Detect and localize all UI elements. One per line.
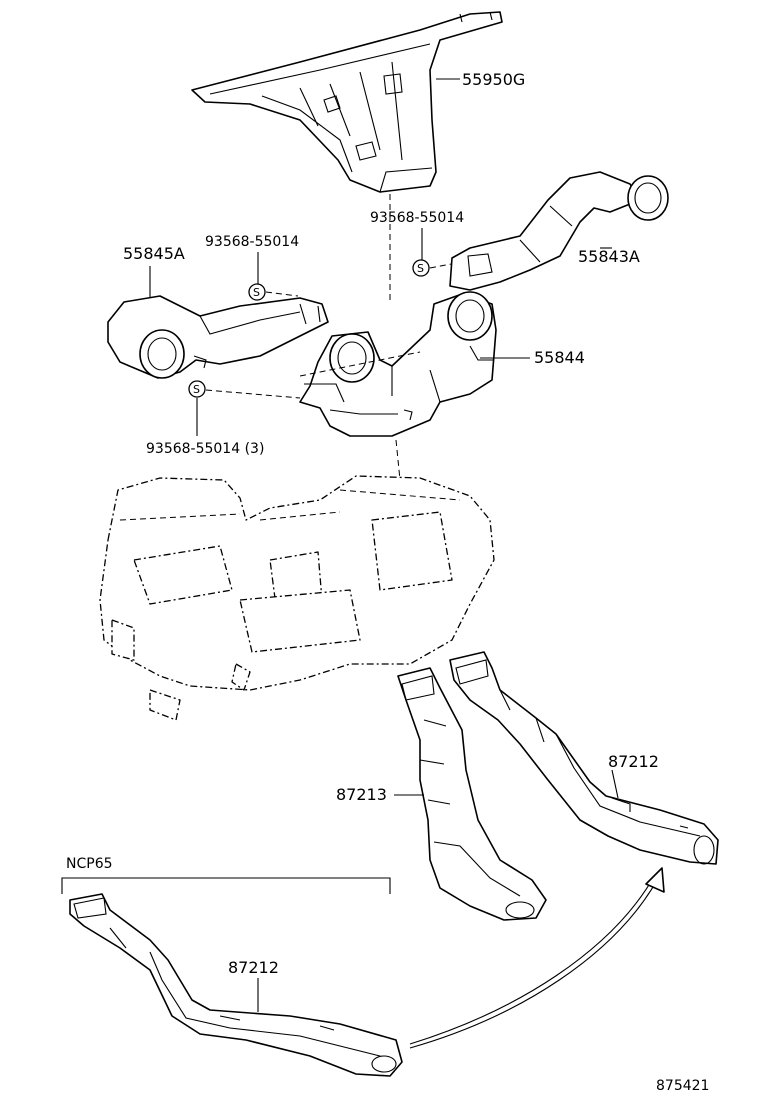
heater-unit [99, 475, 495, 721]
label-87212: 87212 [608, 752, 659, 771]
alignment-line [205, 389, 301, 399]
screw-clip-icon: S [412, 259, 430, 277]
variant-bracket [61, 877, 391, 894]
label-screw-bottom: 93568-55014 (3) [146, 441, 264, 457]
screw-clip-icon: S [188, 380, 206, 398]
rear-duct-87213 [397, 667, 547, 921]
label-screw-left: 93568-55014 [205, 234, 299, 250]
panel-duct-55950g [191, 11, 503, 193]
diagram-code: 875421 [656, 1078, 709, 1094]
label-55950g: 55950G [462, 70, 525, 89]
label-55844: 55844 [534, 348, 585, 367]
label-55845a: 55845A [123, 244, 185, 263]
duct-55843a [449, 171, 669, 291]
svg-text:S: S [253, 286, 260, 299]
curved-arrow-icon [409, 867, 665, 1049]
duct-55845a [107, 295, 329, 379]
label-screw-top: 93568-55014 [370, 210, 464, 226]
alignment-line [429, 261, 463, 269]
label-variant: NCP65 [66, 856, 113, 872]
rear-duct-87212-variant [69, 893, 403, 1077]
rear-duct-87212 [449, 651, 719, 865]
alignment-line [299, 351, 421, 377]
leader-line [611, 769, 619, 799]
svg-text:S: S [193, 383, 200, 396]
label-55843a: 55843A [578, 247, 640, 266]
alignment-line [265, 291, 299, 297]
screw-clip-icon: S [248, 283, 266, 301]
label-87212-variant: 87212 [228, 958, 279, 977]
label-87213: 87213 [336, 785, 387, 804]
duct-55844 [299, 291, 497, 437]
svg-text:S: S [417, 262, 424, 275]
